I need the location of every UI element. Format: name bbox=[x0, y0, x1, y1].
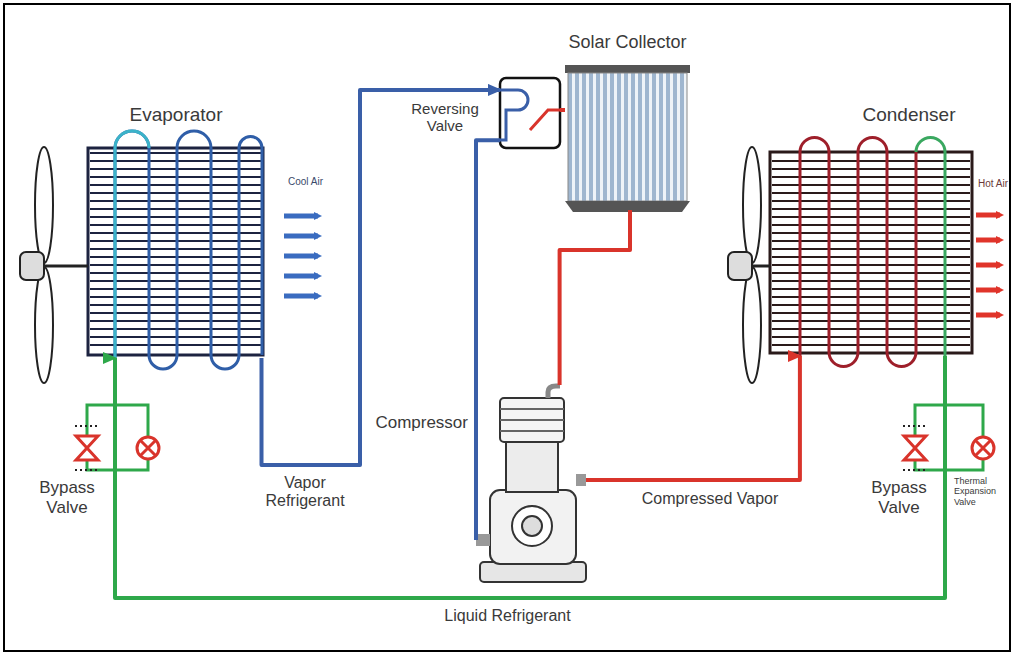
evaporator-fan bbox=[20, 147, 88, 383]
pipe-label: Liquid Refrigerant bbox=[395, 607, 620, 625]
coil-heading-box: Evaporator bbox=[85, 118, 267, 358]
node-heading: Compressor bbox=[368, 413, 468, 433]
node-heading: Solar Collector bbox=[537, 32, 718, 53]
node-heading: Evaporator bbox=[111, 104, 241, 126]
refrigerant-pipe bbox=[115, 356, 945, 598]
part-label: Thermal Expansion Valve bbox=[954, 476, 1008, 507]
node-heading: Condenser bbox=[846, 104, 972, 126]
refrigerant-pipe bbox=[560, 108, 565, 112]
compressor-box: Compressor bbox=[476, 385, 586, 585]
refrigerant-pipe bbox=[586, 356, 800, 480]
part-label: Hot Air bbox=[978, 178, 1008, 190]
valve-box: Reversing Valve bbox=[500, 78, 560, 148]
frame bbox=[4, 4, 1010, 651]
solar-panel bbox=[565, 65, 690, 212]
cool-air-arrows bbox=[284, 216, 318, 296]
pipe-label: Vapor Refrigerant bbox=[250, 474, 360, 511]
collector-box: Solar Collector bbox=[565, 65, 690, 210]
bypass-valve-right bbox=[903, 405, 994, 470]
reversing-valve bbox=[500, 78, 560, 148]
part-label: Bypass Valve bbox=[862, 478, 936, 517]
hot-air-arrows bbox=[976, 215, 1000, 315]
coil-heading-box: Condenser bbox=[768, 118, 974, 356]
part-label: Cool Air bbox=[288, 176, 328, 188]
node-heading: Reversing Valve bbox=[400, 100, 490, 135]
condenser-coil bbox=[770, 138, 972, 367]
pipe-label: Compressed Vapor bbox=[630, 490, 790, 508]
refrigerant-pipe bbox=[262, 90, 501, 465]
refrigerant-pipe bbox=[476, 140, 500, 540]
evaporator-coil bbox=[88, 131, 263, 369]
compressor-illustration bbox=[476, 386, 586, 582]
refrigerant-pipe bbox=[560, 210, 630, 385]
condenser-fan bbox=[728, 147, 770, 383]
part-label: Bypass Valve bbox=[28, 478, 106, 517]
